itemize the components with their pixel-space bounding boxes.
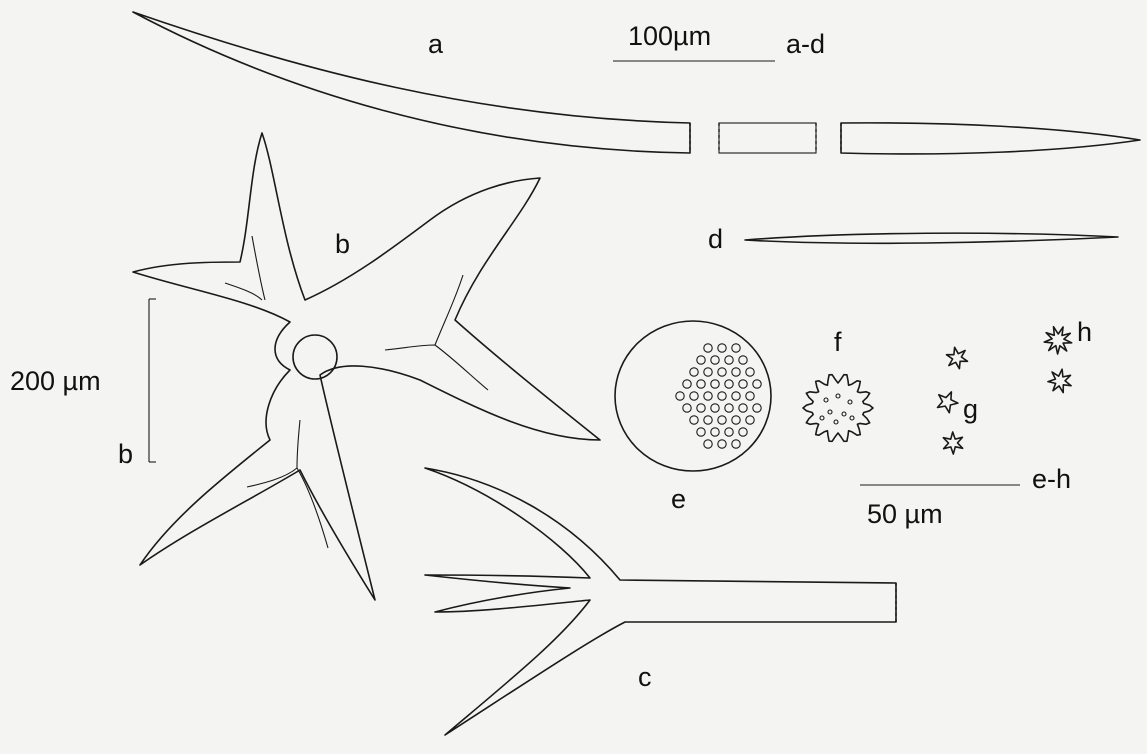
spicule-b — [133, 133, 600, 600]
spicule-f — [803, 375, 873, 442]
scale-bar-e-h: 50 µm e-h — [860, 464, 1071, 529]
scale-range-e-h: e-h — [1032, 464, 1071, 494]
scale-label-100um: 100µm — [628, 21, 711, 51]
spicule-e — [615, 321, 771, 471]
label-e: e — [671, 484, 686, 514]
label-a: a — [428, 29, 444, 59]
label-c: c — [638, 662, 652, 692]
label-h: h — [1077, 317, 1092, 347]
spicule-e-pattern — [676, 344, 761, 448]
label-f: f — [834, 327, 842, 357]
scale-range-a-d: a-d — [786, 29, 825, 59]
scale-tag-b: b — [118, 439, 133, 469]
scale-bar-a-d: 100µm a-d — [613, 21, 825, 61]
label-d: d — [708, 224, 723, 254]
spicule-c — [425, 468, 896, 735]
spicule-d — [745, 233, 1118, 243]
scale-bar-b: 200 µm b — [10, 299, 156, 469]
spicule-h — [1044, 327, 1072, 393]
label-b: b — [335, 229, 350, 259]
scale-label-200um: 200 µm — [10, 366, 101, 396]
label-g: g — [963, 394, 978, 424]
scale-label-50um: 50 µm — [867, 499, 943, 529]
spicule-f-pattern — [820, 394, 854, 424]
